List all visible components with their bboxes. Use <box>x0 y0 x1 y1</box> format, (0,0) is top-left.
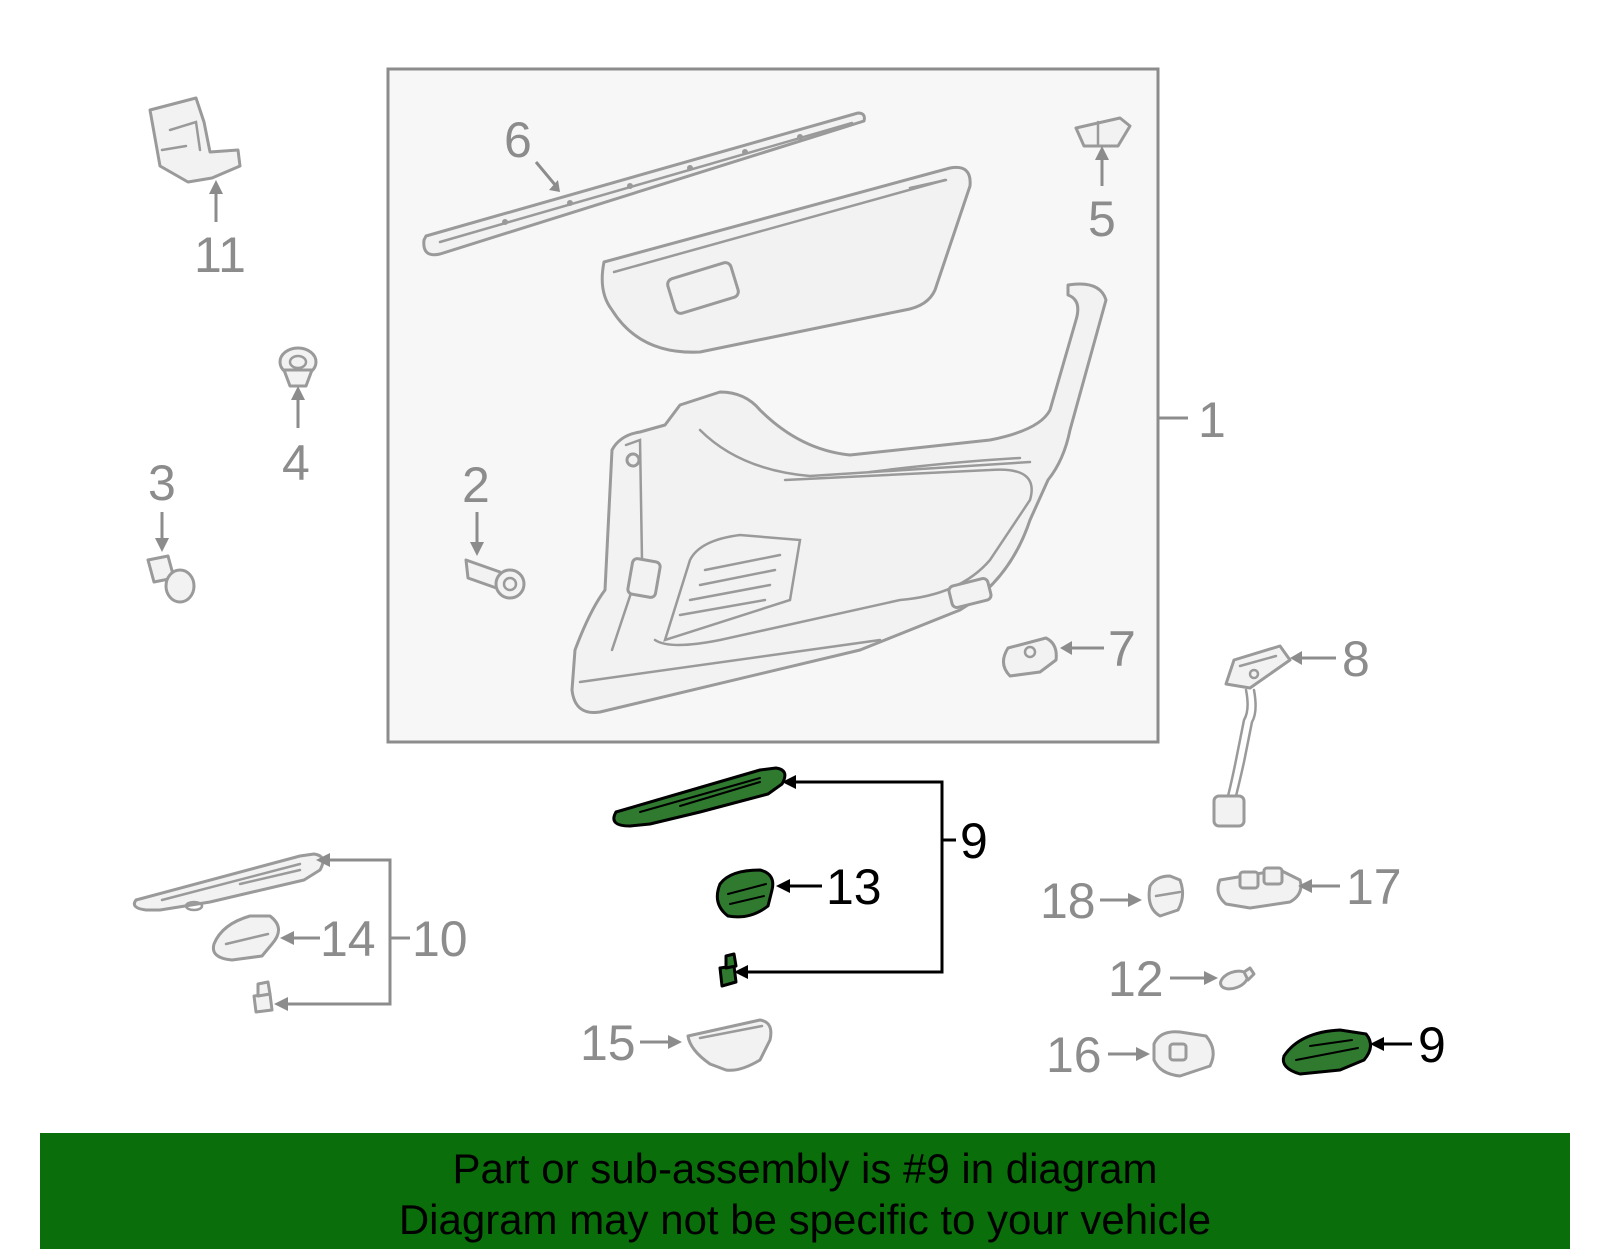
part-3-push-pin[interactable] <box>146 554 196 604</box>
part-10-armrest-base[interactable] <box>132 852 325 912</box>
part-16-connector[interactable] <box>1152 1030 1215 1078</box>
callout-2: 2 <box>462 457 490 513</box>
upper-trim-panel[interactable] <box>600 165 972 354</box>
callout-18: 18 <box>1040 873 1096 929</box>
callout-11: 11 <box>194 227 246 283</box>
callout-6: 6 <box>504 112 532 168</box>
callout-14: 14 <box>320 911 376 967</box>
callout-10: 10 <box>412 911 468 967</box>
part-17-switch-assembly[interactable] <box>1216 866 1303 910</box>
footer-banner: Part or sub-assembly is #9 in diagram Di… <box>40 1133 1570 1249</box>
callout-16: 16 <box>1046 1027 1102 1083</box>
callout-8: 8 <box>1342 631 1370 687</box>
callout-3: 3 <box>148 455 176 511</box>
part-1-door-trim-panel[interactable] <box>570 282 1108 715</box>
callout-12: 12 <box>1108 951 1164 1007</box>
part-10-clip[interactable] <box>252 980 274 1014</box>
part-8-switch-harness[interactable] <box>1212 644 1292 828</box>
callout-13: 13 <box>826 859 882 915</box>
callout-7: 7 <box>1108 621 1136 677</box>
part-7-clip[interactable] <box>1002 636 1058 678</box>
part-9-bezel-single[interactable] <box>1281 1028 1372 1076</box>
part-5-clip[interactable] <box>1074 116 1132 148</box>
part-2-clip[interactable] <box>464 558 526 600</box>
part-15-pocket[interactable] <box>686 1018 773 1072</box>
part-9-screw[interactable] <box>718 952 738 988</box>
part-11-bracket[interactable] <box>148 96 242 184</box>
part-4-grommet[interactable] <box>278 346 318 388</box>
callout-9-single: 9 <box>1418 1017 1446 1073</box>
part-13-switch-bezel[interactable] <box>715 868 775 919</box>
callout-15: 15 <box>580 1015 636 1071</box>
part-14-bezel[interactable] <box>211 914 280 962</box>
callout-17: 17 <box>1346 859 1402 915</box>
part-9-armrest-base[interactable] <box>612 766 787 828</box>
callout-5: 5 <box>1088 191 1116 247</box>
part-12-bulb[interactable] <box>1218 966 1256 993</box>
callout-1: 1 <box>1198 392 1226 448</box>
footer-line-2: Diagram may not be specific to your vehi… <box>398 1196 1212 1243</box>
callout-4: 4 <box>282 435 310 491</box>
part-6-belt-molding[interactable] <box>422 111 866 257</box>
callout-9-group: 9 <box>960 813 988 869</box>
footer-line-1: Part or sub-assembly is #9 in diagram <box>452 1145 1158 1192</box>
part-18-switch[interactable] <box>1147 874 1185 918</box>
